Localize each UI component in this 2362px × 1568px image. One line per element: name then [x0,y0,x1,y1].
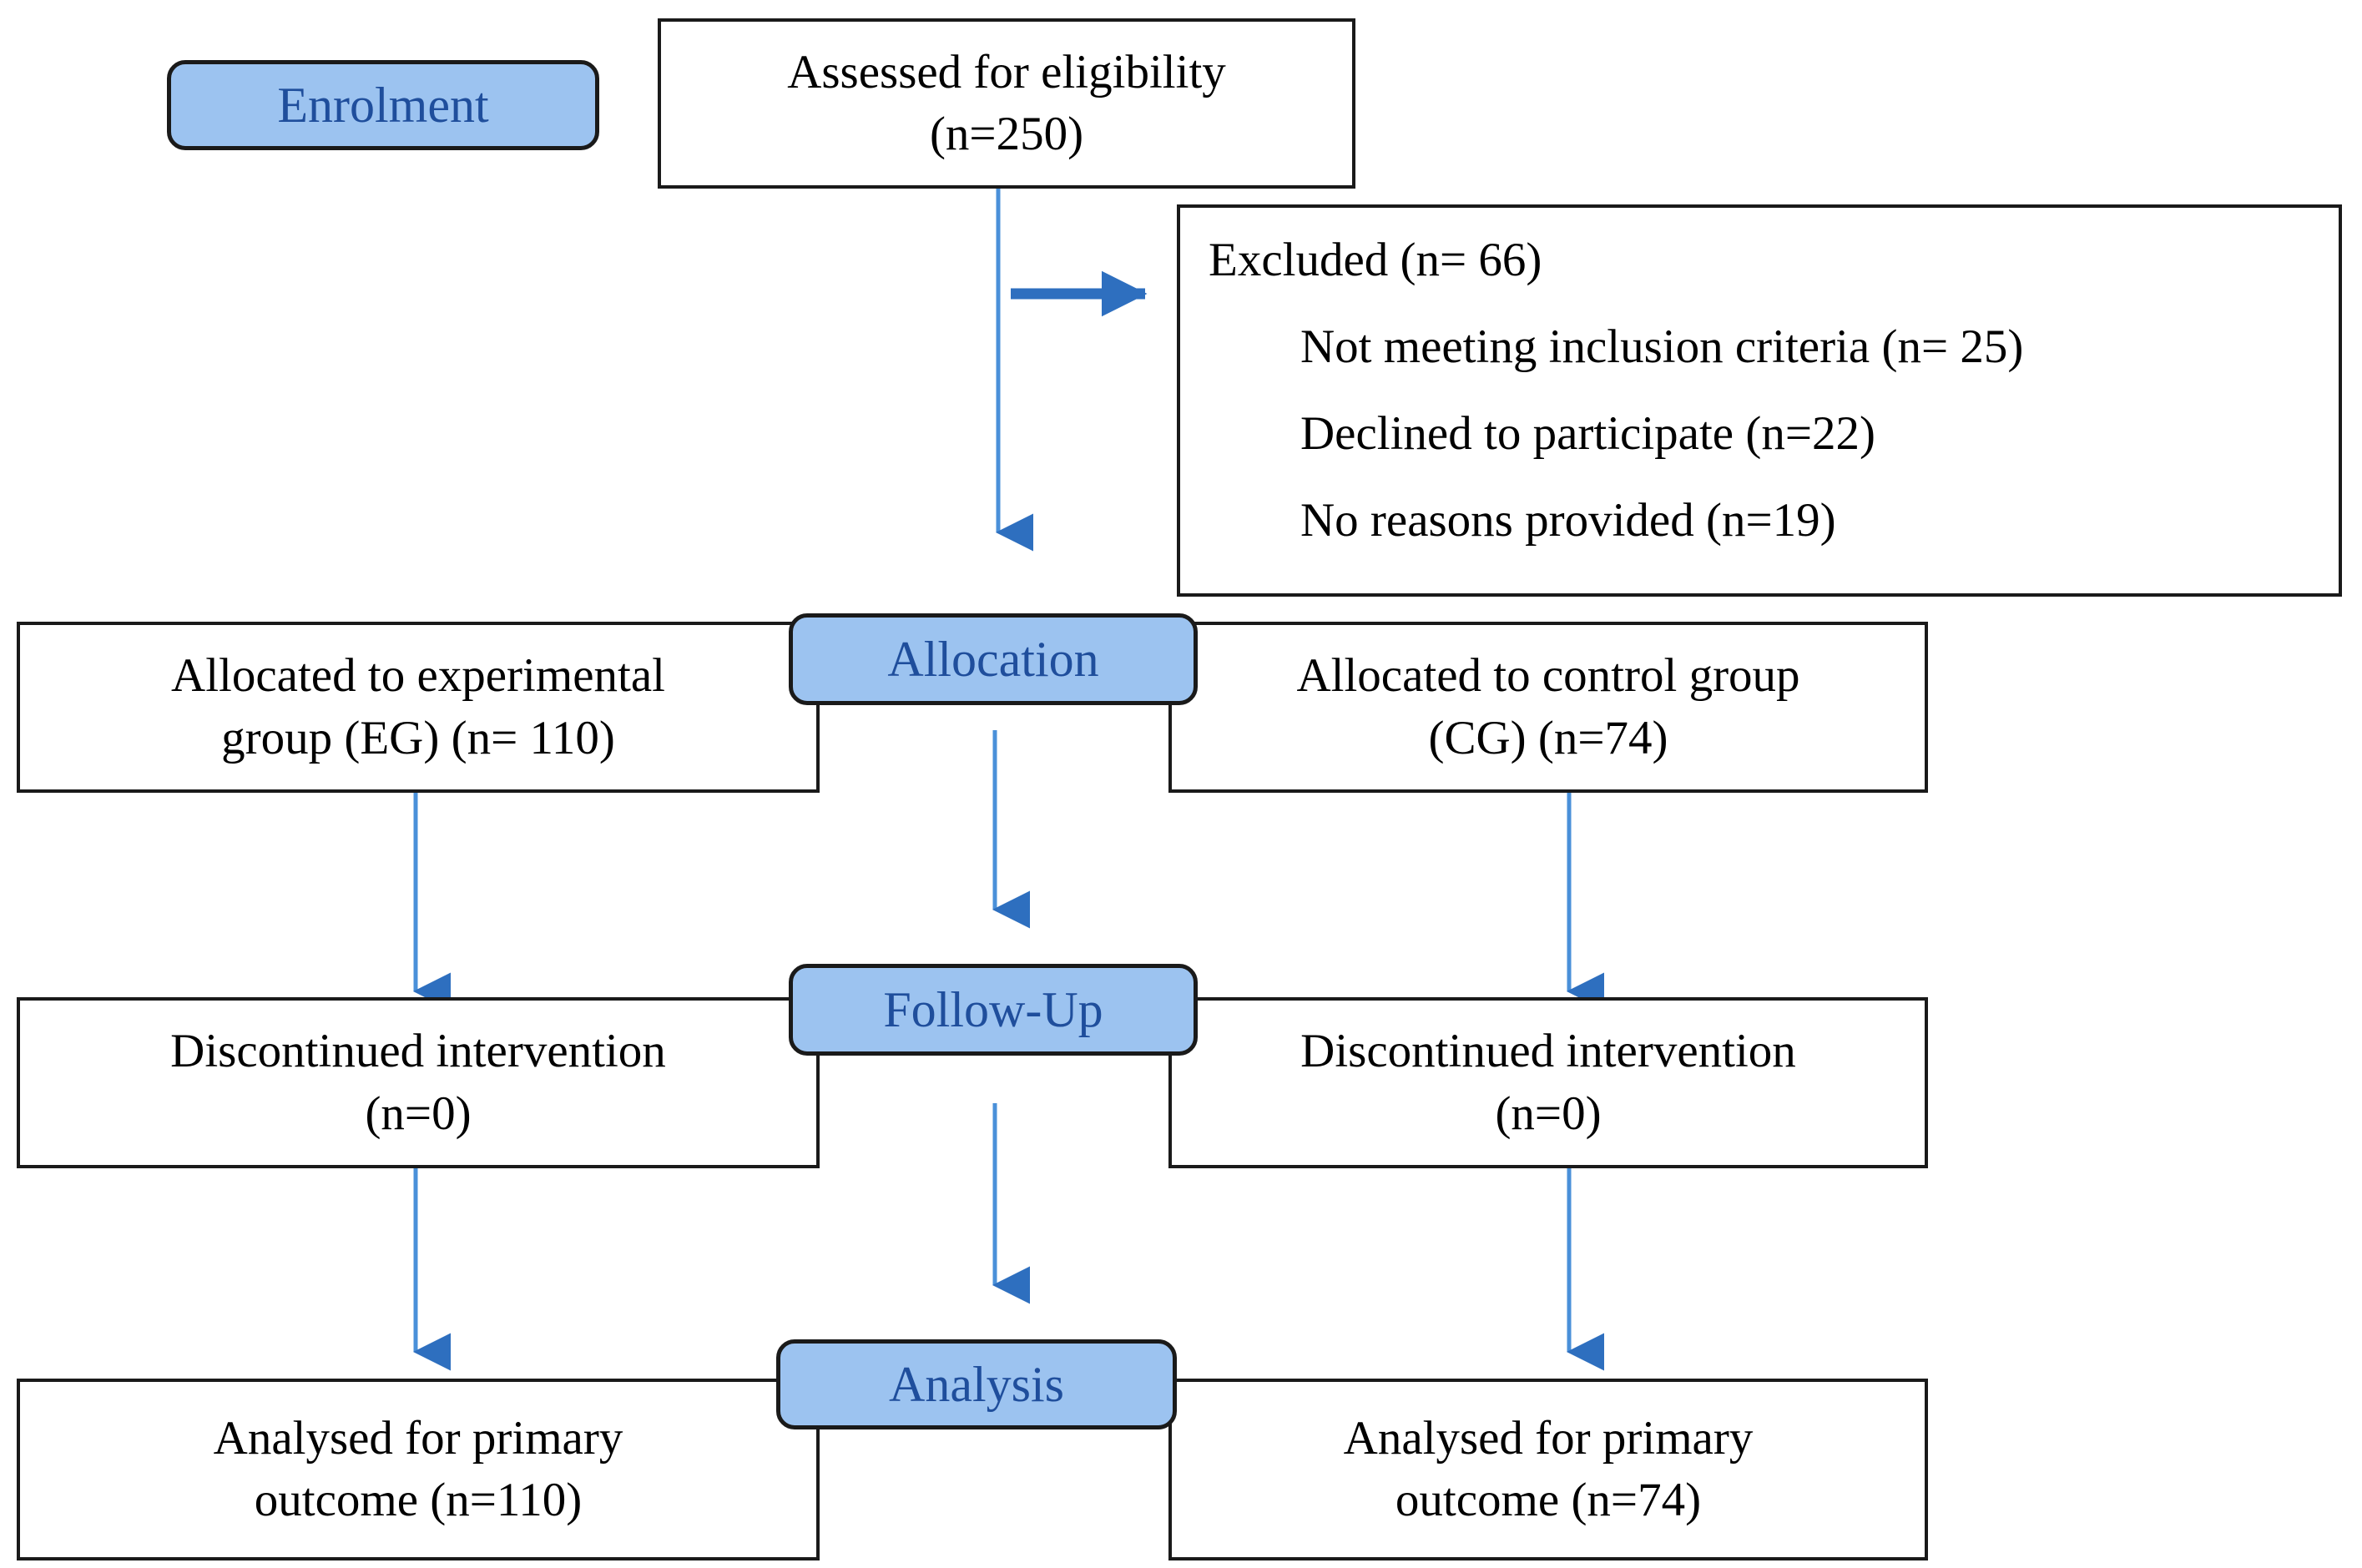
stage-badge-enrolment-label: Enrolment [277,78,489,133]
box-analysed-experimental: Analysed for primary outcome (n=110) [17,1379,820,1560]
box-excluded-reason-1: Not meeting inclusion criteria (n= 25) [1300,320,2024,374]
box-excluded-reason-3: No reasons provided (n=19) [1300,494,1836,547]
box-allocated-eg-line-2: group (EG) (n= 110) [221,711,615,764]
box-analysed-cg-line-2: outcome (n=74) [1395,1474,1702,1526]
box-assessed-line-2: (n=250) [929,108,1084,160]
box-discontinued-cg-line-2: (n=0) [1495,1087,1602,1140]
box-allocated-cg-line-2: (CG) (n=74) [1428,711,1668,764]
box-discontinued-control: Discontinued intervention (n=0) [1168,997,1928,1168]
box-analysed-control: Analysed for primary outcome (n=74) [1168,1379,1928,1560]
box-discontinued-cg-line-1: Discontinued intervention [1300,1025,1796,1078]
stage-badge-allocation: Allocation [789,613,1198,705]
box-allocated-cg-line-1: Allocated to control group [1296,649,1800,703]
box-excluded-reason-2: Declined to participate (n=22) [1300,407,1875,461]
stage-badge-allocation-label: Allocation [887,632,1099,687]
box-discontinued-eg-line-2: (n=0) [365,1087,472,1140]
stage-badge-follow-up: Follow-Up [789,964,1198,1056]
box-excluded-heading: Excluded (n= 66) [1209,234,1542,286]
box-assessed-line-1: Assessed for eligibility [787,45,1226,98]
box-assessed-for-eligibility: Assessed for eligibility (n=250) [658,18,1355,189]
box-analysed-eg-line-2: outcome (n=110) [254,1474,583,1526]
box-allocated-control-group: Allocated to control group (CG) (n=74) [1168,622,1928,793]
box-analysed-cg-line-1: Analysed for primary [1343,1411,1754,1465]
box-discontinued-eg-line-1: Discontinued intervention [170,1025,666,1078]
box-analysed-eg-line-1: Analysed for primary [213,1411,623,1465]
box-excluded: Excluded (n= 66) Not meeting inclusion c… [1177,204,2342,597]
stage-badge-analysis: Analysis [776,1339,1177,1429]
box-discontinued-experimental: Discontinued intervention (n=0) [17,997,820,1168]
box-allocated-experimental-group: Allocated to experimental group (EG) (n=… [17,622,820,793]
stage-badge-follow-up-label: Follow-Up [883,982,1103,1037]
stage-badge-analysis-label: Analysis [889,1357,1064,1412]
stage-badge-enrolment: Enrolment [167,60,599,150]
box-allocated-eg-line-1: Allocated to experimental [171,649,665,703]
